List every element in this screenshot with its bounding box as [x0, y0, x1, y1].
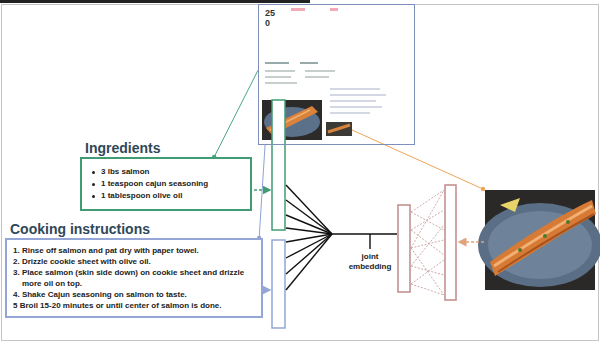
- page-text: 25: [265, 8, 414, 18]
- fusion-fan: [286, 185, 397, 290]
- leader-line: [352, 130, 483, 189]
- step-text: 3. Place salmon (skin side down) on cook…: [13, 267, 255, 289]
- leader-connector: [214, 70, 258, 157]
- annotation-label: joint embedding: [345, 252, 395, 272]
- step-text: 5 Broil 15-20 minutes or until center of…: [13, 300, 255, 311]
- heading: Ingredients: [85, 140, 252, 157]
- instruction-encoder: [272, 240, 285, 328]
- list-item: 1 teaspoon cajun seasoning: [90, 178, 242, 190]
- salmon-photo: [478, 190, 600, 290]
- leader-connector: [259, 145, 265, 238]
- list-item: 1 tablespoon olive oil: [90, 190, 242, 202]
- input-arrow: [264, 289, 270, 291]
- bullet-dot: [92, 195, 95, 198]
- image-fan: [411, 190, 444, 295]
- step-text: 4. Shake Cajun seasoning on salmon to ta…: [13, 289, 255, 300]
- box-border: 3 lbs salmon1 teaspoon cajun seasoning1 …: [80, 157, 252, 211]
- image-encoder: [445, 185, 456, 300]
- frame: [2, 5, 599, 341]
- input-arrow: [459, 241, 484, 243]
- step-text: 1. Rinse off salmon and pat dry with pap…: [13, 245, 255, 256]
- box-border: 1. Rinse off salmon and pat dry with pap…: [5, 238, 263, 318]
- bullet-dot: [92, 171, 95, 174]
- step-text: 2. Drizzle cookie sheet with olive oil.: [13, 256, 255, 267]
- page-text: 0: [265, 18, 414, 28]
- heading: Cooking instructions: [10, 221, 263, 238]
- instructions-box: Cooking instructions 1. Rinse off salmon …: [5, 221, 263, 318]
- bullet-dot: [92, 183, 95, 186]
- top-bar: [0, 0, 310, 3]
- list-item: 3 lbs salmon: [90, 166, 242, 178]
- ingredients-box: Ingredients3 lbs salmon1 teaspoon cajun …: [80, 140, 252, 211]
- ingredient-encoder: [272, 100, 285, 230]
- webpage-box: 250: [258, 4, 415, 145]
- image-embedding-bar: [398, 205, 410, 292]
